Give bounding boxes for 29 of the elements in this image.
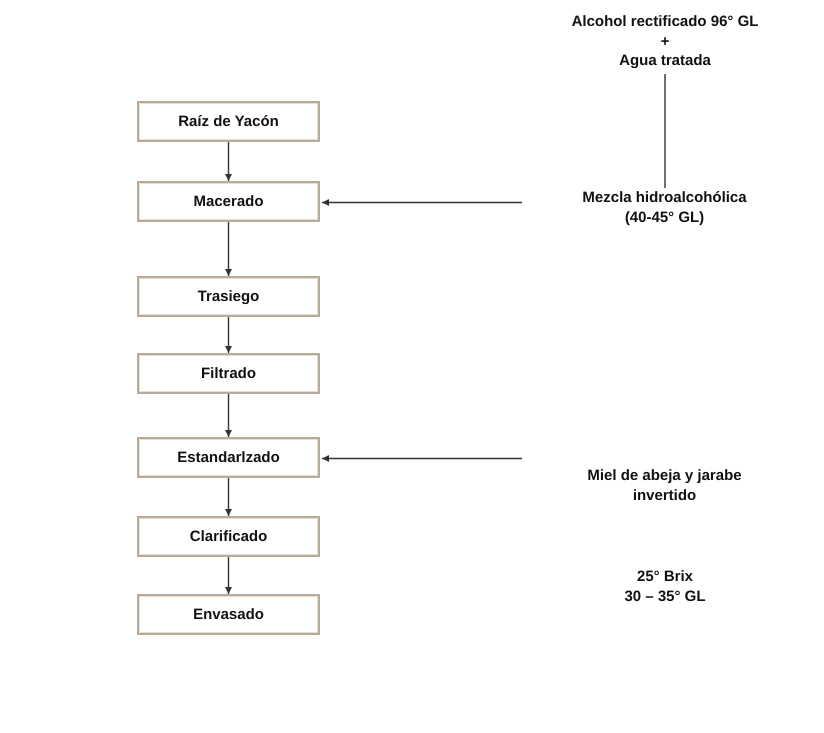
step-text: Estandarlzado <box>177 449 280 466</box>
process-box <box>137 516 320 557</box>
arrow <box>322 455 522 462</box>
arrow <box>322 199 522 206</box>
process-box <box>137 437 320 478</box>
step-text: Agua tratada <box>619 51 711 70</box>
step-text: Alcohol rectificado 96° GL <box>572 12 758 32</box>
process-box <box>137 276 320 317</box>
process-box <box>137 101 320 142</box>
step-text: Clarificado <box>190 528 268 545</box>
process-box <box>137 353 320 394</box>
step-text: Envasado <box>193 606 264 623</box>
step-text: Trasiego <box>198 288 260 305</box>
process-box <box>137 594 320 635</box>
arrow <box>225 142 232 181</box>
step-text: Raíz de Yacón <box>178 113 279 130</box>
arrow <box>225 394 232 437</box>
process-box <box>137 181 320 222</box>
note-text: 30 – 35° GL <box>623 588 707 605</box>
arrow <box>225 317 232 353</box>
step-text: Filtrado <box>201 365 256 382</box>
arrow <box>225 478 232 516</box>
step-text: + <box>660 32 670 51</box>
arrow <box>225 222 232 276</box>
note-text: 25° Brix <box>636 568 694 585</box>
step-text: Macerado <box>193 193 264 210</box>
step-text: Mezcla hidroalcohólica (40-45° GL) <box>581 188 748 227</box>
step-text: Miel de abeja y jarabe invertido <box>586 466 743 505</box>
arrow <box>225 557 232 594</box>
